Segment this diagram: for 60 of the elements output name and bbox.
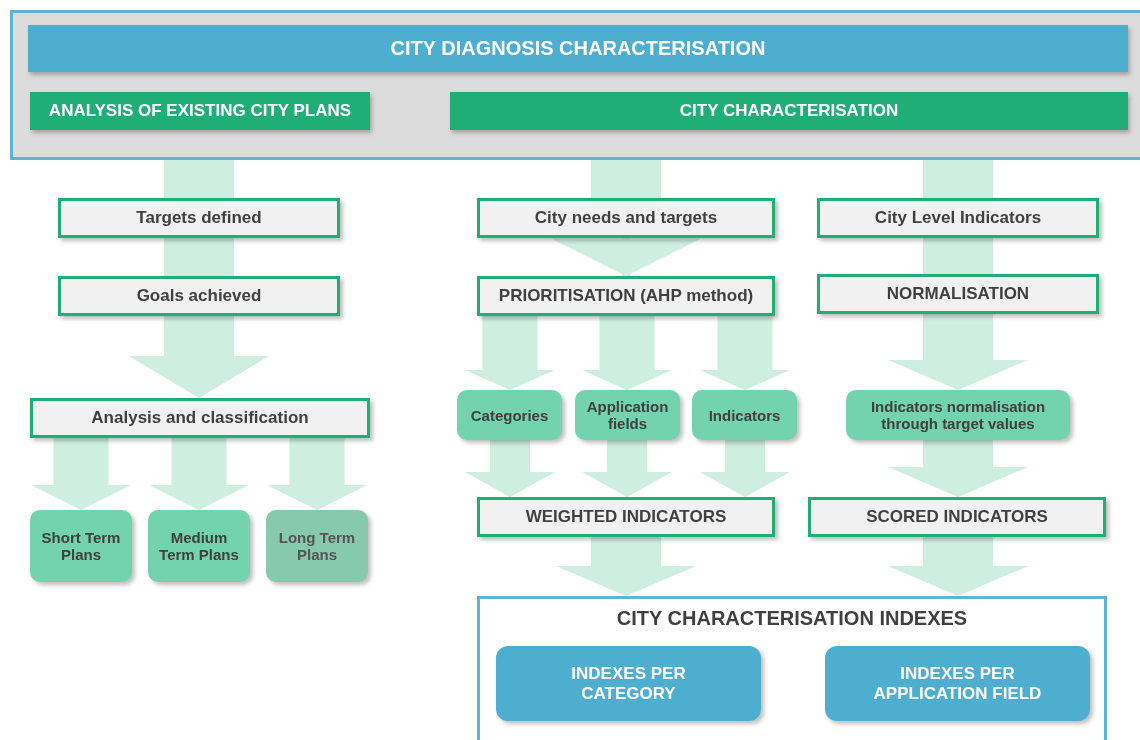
category-box	[575, 390, 680, 440]
node-label: Indicators normalisation through target values	[869, 398, 1047, 432]
title-bar	[28, 25, 1128, 72]
block-arrow	[129, 316, 269, 398]
category-box	[692, 390, 797, 440]
node-label: Goals achieved	[136, 286, 262, 306]
block-arrow	[465, 316, 555, 390]
node-label: INDEXES PER CATEGORY	[570, 663, 687, 704]
process-box	[58, 276, 340, 316]
node-label: INDEXES PER APPLICATION FIELD	[872, 663, 1043, 704]
node-label: PRIORITISATION (AHP method)	[498, 286, 754, 306]
block-arrow	[700, 440, 790, 497]
node-label: CITY CHARACTERISATION	[679, 101, 899, 121]
node-label: Short Term Plans	[40, 529, 122, 563]
section-header	[30, 92, 370, 130]
node-label: Analysis and classification	[91, 408, 309, 428]
block-arrow	[149, 438, 249, 510]
block-arrow	[582, 440, 672, 497]
node-label: ANALYSIS OF EXISTING CITY PLANS	[48, 101, 352, 121]
block-arrow	[465, 440, 555, 497]
index-box	[496, 646, 761, 721]
process-box	[58, 198, 340, 238]
node-label: Targets defined	[136, 208, 262, 228]
node-label: Medium Term Plans	[158, 529, 240, 563]
node-label: City needs and targets	[534, 208, 718, 228]
node-label: NORMALISATION	[886, 284, 1030, 304]
section-header	[450, 92, 1128, 130]
block-arrow	[888, 440, 1028, 497]
index-box	[825, 646, 1090, 721]
node-label: Indicators	[708, 406, 781, 424]
process-box	[817, 198, 1099, 238]
header-panel	[10, 10, 1140, 160]
block-arrow	[888, 314, 1028, 390]
category-box	[457, 390, 562, 440]
node-label: WEIGHTED INDICATORS	[525, 507, 727, 527]
node-label: CITY CHARACTERISATION INDEXES	[616, 607, 968, 630]
block-arrow	[31, 438, 131, 510]
process-box	[808, 497, 1106, 537]
node-label: Application fields	[585, 398, 670, 432]
process-box	[817, 274, 1099, 314]
block-arrow	[551, 238, 701, 276]
node-label: Categories	[470, 406, 549, 424]
process-box	[477, 497, 775, 537]
block-arrow	[582, 316, 672, 390]
plan-box	[30, 510, 132, 582]
node-label: SCORED INDICATORS	[866, 507, 1048, 527]
block-arrow	[267, 438, 367, 510]
node-label: City Level Indicators	[874, 208, 1042, 228]
plan-box	[266, 510, 368, 582]
indexes-panel	[477, 596, 1107, 740]
process-box	[477, 276, 775, 316]
block-arrow	[700, 316, 790, 390]
node-label: CITY DIAGNOSIS CHARACTERISATION	[390, 37, 766, 60]
plan-box	[148, 510, 250, 582]
process-box	[477, 198, 775, 238]
process-box	[30, 398, 370, 438]
block-arrow	[556, 537, 696, 596]
block-arrow	[888, 537, 1028, 596]
process-box	[846, 390, 1070, 440]
node-label: Long Term Plans	[277, 529, 357, 563]
